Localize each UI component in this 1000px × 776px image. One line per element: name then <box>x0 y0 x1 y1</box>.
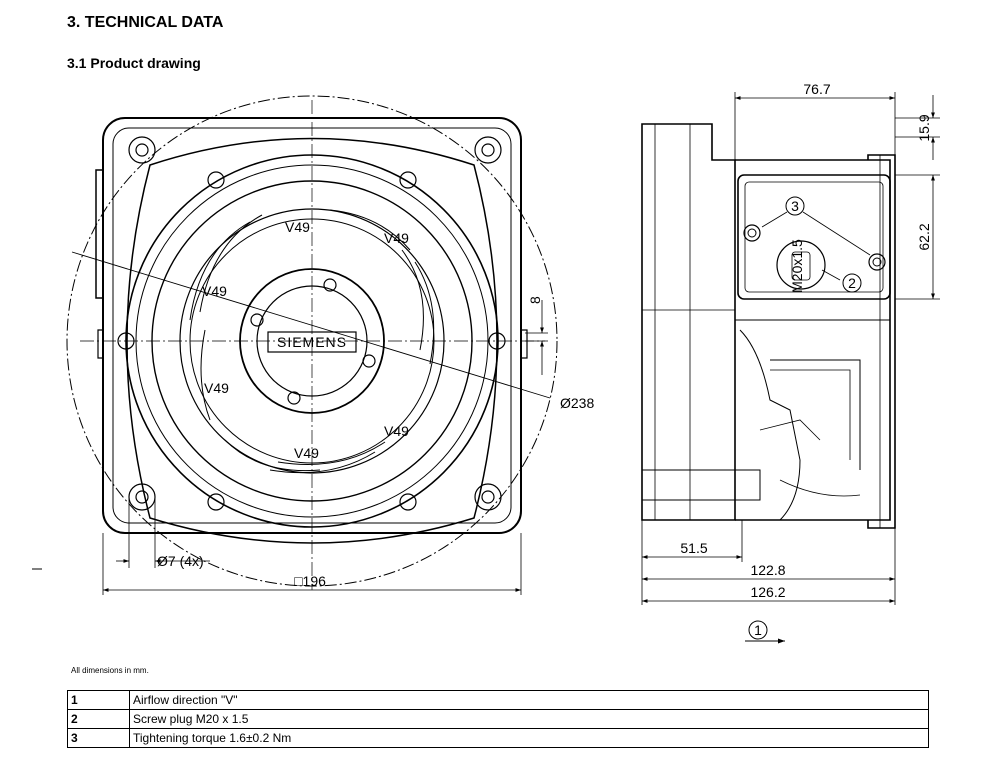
plug-label: M20x1.5 <box>789 239 805 293</box>
dim-62-2-label: 62.2 <box>916 223 932 250</box>
dim-width-label: □196 <box>294 573 326 589</box>
dim-15-9-label: 15.9 <box>916 114 932 141</box>
legend-number: 3 <box>67 728 130 748</box>
table-row: 1 Airflow direction "V" <box>67 690 929 710</box>
dim-76-7-label: 76.7 <box>803 81 830 97</box>
blade-mark: V49 <box>285 219 310 235</box>
dim-122-8-label: 122.8 <box>750 562 785 578</box>
dim-126-2-label: 126.2 <box>750 584 785 600</box>
legend-text: Screw plug M20 x 1.5 <box>129 709 929 729</box>
table-row: 3 Tightening torque 1.6±0.2 Nm <box>67 728 929 748</box>
legend-number: 2 <box>67 709 130 729</box>
legend-text: Tightening torque 1.6±0.2 Nm <box>129 728 929 748</box>
blade-mark: V49 <box>204 380 229 396</box>
blade-mark: V49 <box>202 283 227 299</box>
legend-text: Airflow direction "V" <box>129 690 929 710</box>
dim-holes-label: Ø7 (4x) <box>157 553 204 569</box>
callout-2-label: 2 <box>848 275 856 291</box>
subsection-heading: 3.1 Product drawing <box>67 55 201 71</box>
dim-diameter-label: Ø238 <box>560 395 594 411</box>
dim-offset-label: 8 <box>527 296 543 304</box>
brand-label: SIEMENS <box>277 334 347 350</box>
blade-mark: V49 <box>384 230 409 246</box>
table-row: 2 Screw plug M20 x 1.5 <box>67 709 929 729</box>
blade-mark: V49 <box>384 423 409 439</box>
blade-mark: V49 <box>294 445 319 461</box>
dimensions-note: All dimensions in mm. <box>71 666 149 675</box>
section-heading: 3. TECHNICAL DATA <box>67 14 224 31</box>
side-view <box>641 92 940 644</box>
airflow-callout-label: 1 <box>754 622 762 638</box>
legend-table: 1 Airflow direction "V" 2 Screw plug M20… <box>67 690 929 748</box>
legend-number: 1 <box>67 690 130 710</box>
callout-3-label: 3 <box>791 198 799 214</box>
dim-51-5-label: 51.5 <box>680 540 707 556</box>
product-drawing: SIEMENS V49 V49 V49 V49 V49 V49 Ø238 8 Ø… <box>32 81 940 644</box>
front-view <box>32 95 558 595</box>
